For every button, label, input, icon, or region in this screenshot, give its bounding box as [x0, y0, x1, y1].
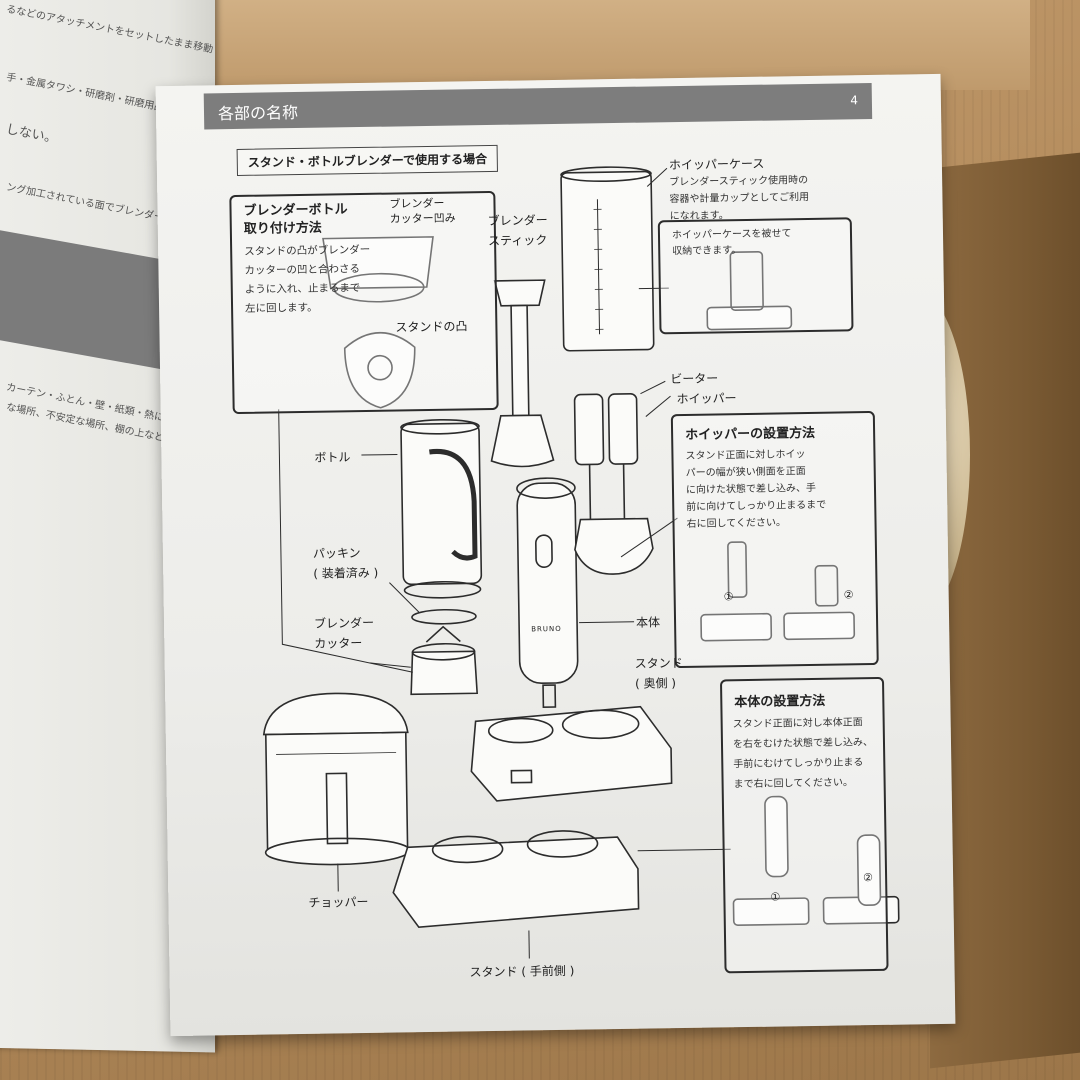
attach-mechanism-drawing	[322, 236, 434, 409]
attach-panel: ブレンダーボトル 取り付け方法 スタンドの凸がブレンダー カッターの凹と合わさる…	[229, 190, 499, 415]
chopper-label: チョッパー	[308, 894, 369, 910]
body-steps-drawing	[732, 795, 900, 926]
whipper-steps-drawing	[700, 541, 856, 642]
manual-page: 各部の名称 4 スタンド・ボトルブレンダーで使用する場合	[155, 73, 956, 1037]
whipper-case-drawing	[560, 166, 655, 352]
brand-logo: BRUNO	[531, 624, 562, 634]
whipper-label: ホイッパー	[676, 391, 737, 407]
blender-cutter-drawing	[410, 625, 479, 696]
body-drawing	[516, 477, 579, 709]
blender-stick-label: ブレンダー スティック	[487, 213, 548, 249]
blender-stick-drawing	[490, 279, 555, 468]
body-label: 本体	[635, 615, 661, 630]
left-page-line: 手・金属タワシ・研磨剤・研磨用品で	[5, 72, 175, 116]
case-storage-drawing	[706, 250, 793, 331]
blender-cutter-label: ブレンダー カッター	[313, 615, 375, 651]
whipper-panel-description: スタンド正面に対しホイッ パーの幅が狭い側面を正面 に向けた状態で差し込み、手 …	[685, 449, 827, 530]
stand-front-drawing	[392, 830, 640, 929]
bottle-drawing	[400, 418, 483, 625]
stand-back-label: スタンド ( 奥側 )	[634, 656, 683, 691]
body-step-1: ①	[770, 890, 781, 904]
bottle-label: ボトル	[314, 450, 351, 465]
leader-lines	[278, 167, 731, 959]
body-panel: 本体の設置方法 スタンド正面に対し本体正面 を右をむけた状態で差し込み、 手前に…	[719, 676, 889, 974]
body-step-2: ②	[863, 871, 874, 885]
body-panel-description: スタンド正面に対し本体正面 を右をむけた状態で差し込み、 手前にむけてしっかり止…	[732, 717, 874, 791]
case-storage-text: ホイッパーケースを被せて 収納できます。	[671, 228, 792, 258]
whipper-step-2: ②	[843, 588, 854, 602]
beater-label: ビーター	[670, 371, 719, 387]
case-storage-panel: ホイッパーケースを被せて 収納できます。	[657, 217, 854, 335]
whipper-panel: ホイッパーの設置方法 スタンド正面に対しホイッ パーの幅が狭い側面を正面 に向け…	[670, 410, 879, 669]
attach-panel-description: スタンドの凸がブレンダー カッターの凹と合わさる ように入れ、止まるまで 左に回…	[244, 243, 371, 315]
body-panel-title: 本体の設置方法	[734, 693, 826, 711]
packing-label: パッキン ( 装着済み )	[312, 546, 379, 581]
whipper-case-label: ホイッパーケース	[668, 156, 765, 173]
whipper-step-1: ①	[723, 590, 734, 604]
chopper-drawing	[262, 692, 411, 866]
stand-bump-label: スタンドの凸	[395, 319, 468, 335]
cutter-recess-label: ブレンダー カッター凹み	[389, 196, 456, 226]
left-page-band	[0, 226, 180, 373]
left-page-line: るなどのアタッチメントをセットしたまま移動	[5, 4, 214, 56]
stand-front-label: スタンド ( 手前側 )	[469, 963, 575, 980]
beater-drawing	[573, 393, 654, 575]
whipper-panel-title: ホイッパーの設置方法	[685, 425, 816, 443]
parts-illustration	[262, 166, 900, 959]
left-page-line: しない。	[4, 122, 59, 147]
attach-panel-title: ブレンダーボトル 取り付け方法	[243, 202, 348, 237]
stand-back-drawing	[470, 705, 673, 802]
whipper-case-note: ブレンダースティック使用時の 容器や計量カップとしてご利用 になれます。	[669, 174, 810, 223]
